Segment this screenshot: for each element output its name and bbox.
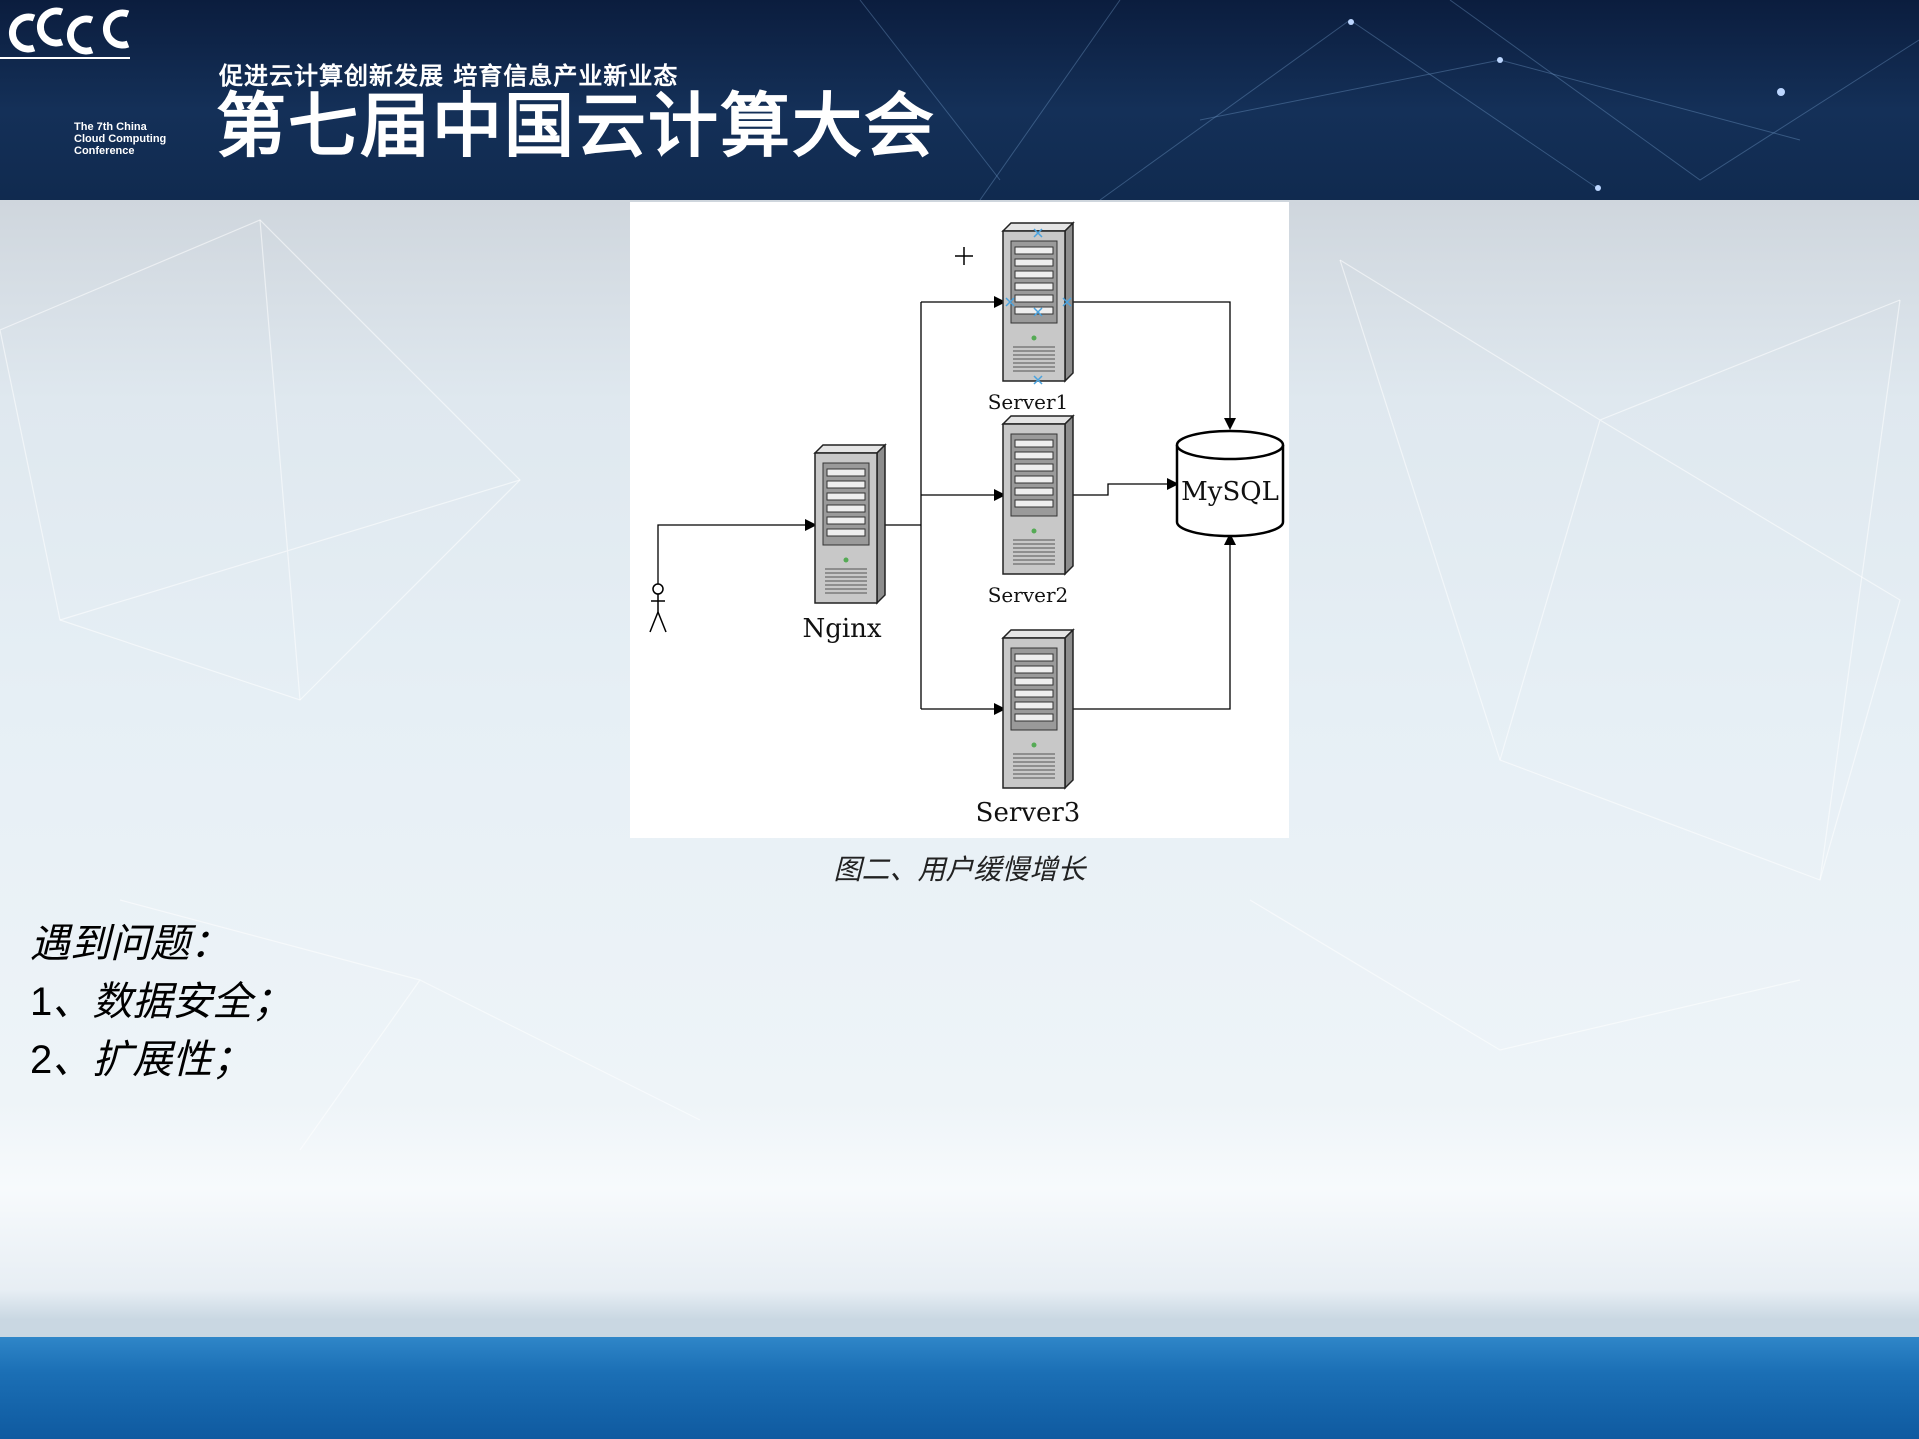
diagram-connectors xyxy=(657,296,1236,715)
issue-number: 1 xyxy=(30,980,53,1024)
conference-slogan: 促进云计算创新发展 培育信息产业新业态 xyxy=(219,62,679,90)
logo-caption: The 7th China Cloud Computing Conference xyxy=(74,121,167,157)
issue-item: 2、扩展性； xyxy=(30,1031,292,1089)
nginx-label: Nginx xyxy=(802,614,881,644)
server1-icon xyxy=(1002,222,1074,382)
issue-item: 1、数据安全； xyxy=(30,973,292,1031)
server2-icon xyxy=(1002,415,1074,575)
footer-band xyxy=(0,1337,1919,1439)
server2-label: Server2 xyxy=(988,583,1069,607)
edge-server2-mysql xyxy=(1072,478,1179,496)
edge-user-nginx xyxy=(657,519,817,592)
issues-list: 遇到问题： 1、数据安全； 2、扩展性； xyxy=(30,915,292,1089)
conference-banner: The 7th China Cloud Computing Conference… xyxy=(0,0,1919,200)
server3-icon xyxy=(1002,629,1074,789)
diagram-caption: 图二、用户缓慢增长 xyxy=(833,853,1086,886)
issue-text: 、扩展性； xyxy=(52,1037,253,1083)
server1-label: Server1 xyxy=(988,390,1069,414)
selection-handles-icon xyxy=(1005,228,1072,385)
issue-number: 2 xyxy=(30,1038,53,1082)
nginx-server-icon xyxy=(814,444,886,604)
edge-server3-mysql xyxy=(1072,533,1236,710)
edge-server1-mysql xyxy=(1072,301,1236,430)
mysql-database-icon xyxy=(1175,429,1285,538)
server3-label: Server3 xyxy=(976,798,1081,828)
user-actor-icon xyxy=(649,583,667,633)
mysql-label: MySQL xyxy=(1181,477,1279,507)
issues-heading: 遇到问题： xyxy=(30,921,230,967)
conference-logo-icon xyxy=(0,7,130,59)
issue-text: 、数据安全； xyxy=(52,979,293,1025)
architecture-diagram: Nginx Server1 Server2 Server3 MySQL xyxy=(630,202,1289,838)
cursor-crosshair-icon xyxy=(955,247,973,265)
banner-network xyxy=(859,0,1919,200)
conference-title: 第七届中国云计算大会 xyxy=(216,85,936,167)
